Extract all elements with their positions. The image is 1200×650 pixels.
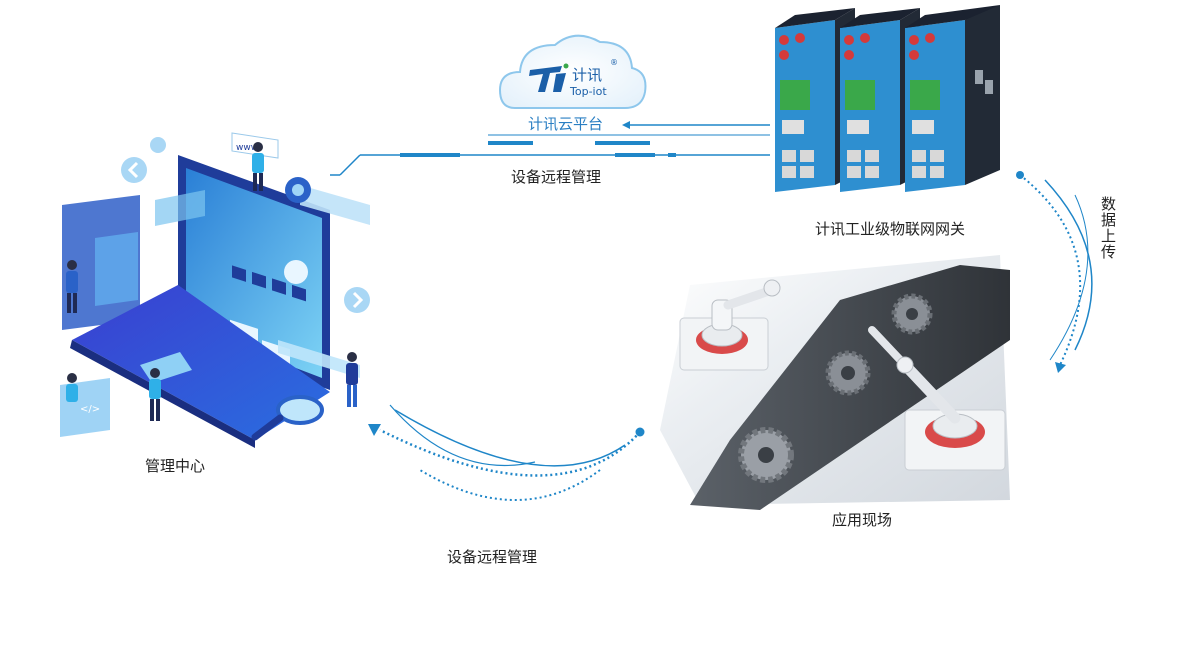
gear-icon — [738, 427, 794, 483]
person-figure — [149, 368, 161, 421]
data-upload-label: 数据上传 — [1099, 196, 1117, 260]
person-figure — [66, 373, 78, 402]
svg-text:</>: </> — [80, 404, 100, 415]
gear-icon — [825, 350, 871, 396]
management-center-illustration: www </> — [60, 132, 370, 448]
remote-management-label-bottom: 设备远程管理 — [447, 548, 538, 566]
magnifier-icon — [251, 395, 324, 441]
flow-lines — [330, 121, 1093, 501]
robot-arm-right — [868, 326, 1006, 471]
www-label: www — [236, 143, 258, 153]
location-pin-icon — [285, 177, 311, 203]
chevron-right-icon — [344, 287, 370, 313]
gateway-device — [905, 5, 1000, 192]
management-center-label: 管理中心 — [145, 457, 206, 475]
person-figure — [252, 142, 264, 191]
application-field-label: 应用现场 — [832, 511, 893, 529]
application-field-scene — [660, 255, 1010, 510]
cloud-platform-label: 计讯云平台 — [528, 115, 604, 133]
person-figure — [66, 260, 78, 313]
robot-arm-left — [679, 279, 781, 371]
remote-management-label-top: 设备远程管理 — [511, 168, 602, 186]
chevron-left-icon — [121, 157, 147, 183]
gear-icon — [150, 137, 166, 153]
cloud-brand-cn: 计讯 — [572, 66, 602, 84]
cloud-brand-en: Top-iot — [569, 85, 607, 98]
gateway-devices — [775, 5, 1000, 192]
gateway-label: 计讯工业级物联网网关 — [815, 220, 966, 238]
person-figure — [346, 352, 358, 407]
top-iot-logo-icon — [529, 63, 569, 92]
cloud-platform: 计讯 Top-iot ® — [498, 34, 647, 109]
registered-mark: ® — [610, 58, 618, 67]
laptop-keyboard — [72, 285, 330, 440]
gear-icon — [891, 293, 933, 335]
